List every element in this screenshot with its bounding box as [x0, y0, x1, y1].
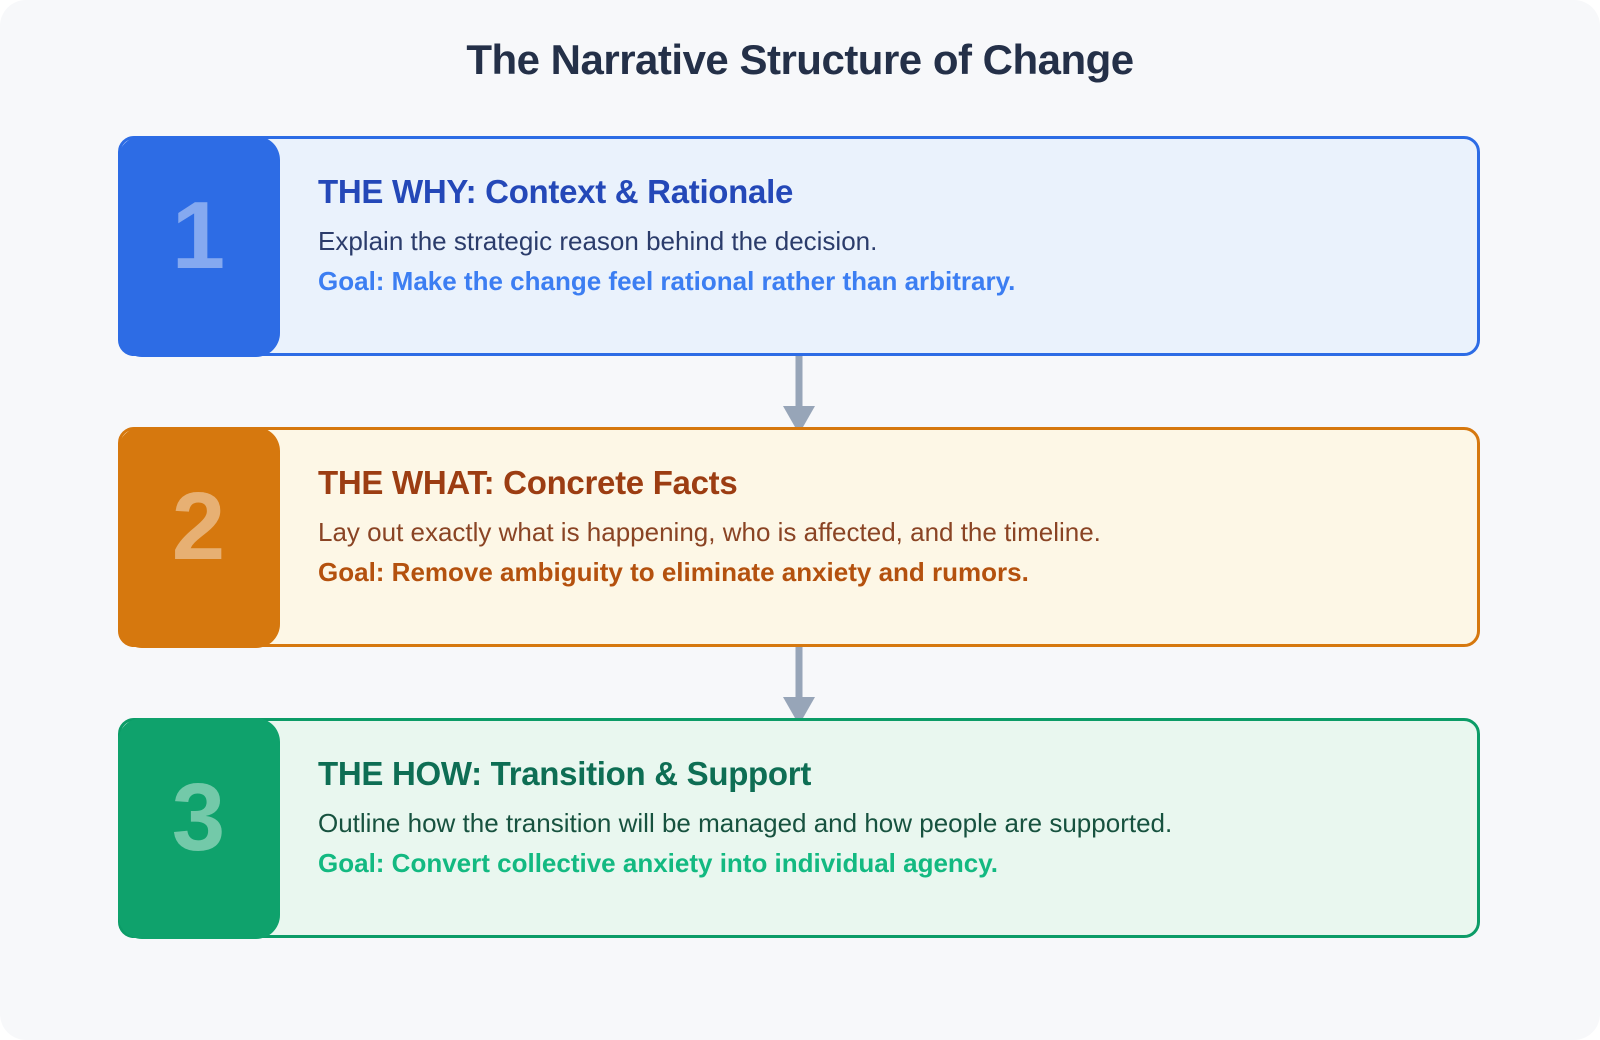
step-title: THE WHAT: Concrete Facts: [318, 464, 738, 501]
step-description: Lay out exactly what is happening, who i…: [318, 517, 1101, 547]
arrow-connector: [118, 647, 1480, 718]
step-card-why: 1 THE WHY: Context & Rationale Explain t…: [117, 135, 1480, 357]
step-description: Outline how the transition will be manag…: [318, 808, 1173, 838]
step-goal: Goal: Make the change feel rational rath…: [318, 266, 1016, 296]
step-title: THE WHY: Context & Rationale: [318, 173, 793, 210]
step-content: THE WHY: Context & Rationale Explain the…: [121, 139, 1477, 297]
step-content: THE HOW: Transition & Support Outline ho…: [121, 721, 1477, 879]
step-number-block: 1: [117, 135, 280, 357]
step-number: 1: [171, 182, 226, 289]
step-content: THE WHAT: Concrete Facts Lay out exactly…: [121, 430, 1477, 588]
arrow-down-icon: [783, 356, 815, 427]
step-card-what: 2 THE WHAT: Concrete Facts Lay out exact…: [117, 426, 1480, 648]
arrow-down-icon: [783, 647, 815, 718]
step-number: 2: [171, 473, 226, 580]
page-title: The Narrative Structure of Change: [466, 36, 1134, 83]
step-description: Explain the strategic reason behind the …: [318, 226, 878, 256]
step-title: THE HOW: Transition & Support: [318, 755, 812, 792]
step-number-block: 2: [117, 426, 280, 648]
step-number-block: 3: [117, 717, 280, 939]
steps-stack: 1 THE WHY: Context & Rationale Explain t…: [117, 135, 1480, 939]
step-goal: Goal: Convert collective anxiety into in…: [318, 848, 999, 878]
step-card-how: 3 THE HOW: Transition & Support Outline …: [117, 717, 1480, 939]
arrow-connector: [118, 356, 1480, 427]
step-number: 3: [171, 764, 226, 871]
step-goal: Goal: Remove ambiguity to eliminate anxi…: [318, 557, 1029, 587]
